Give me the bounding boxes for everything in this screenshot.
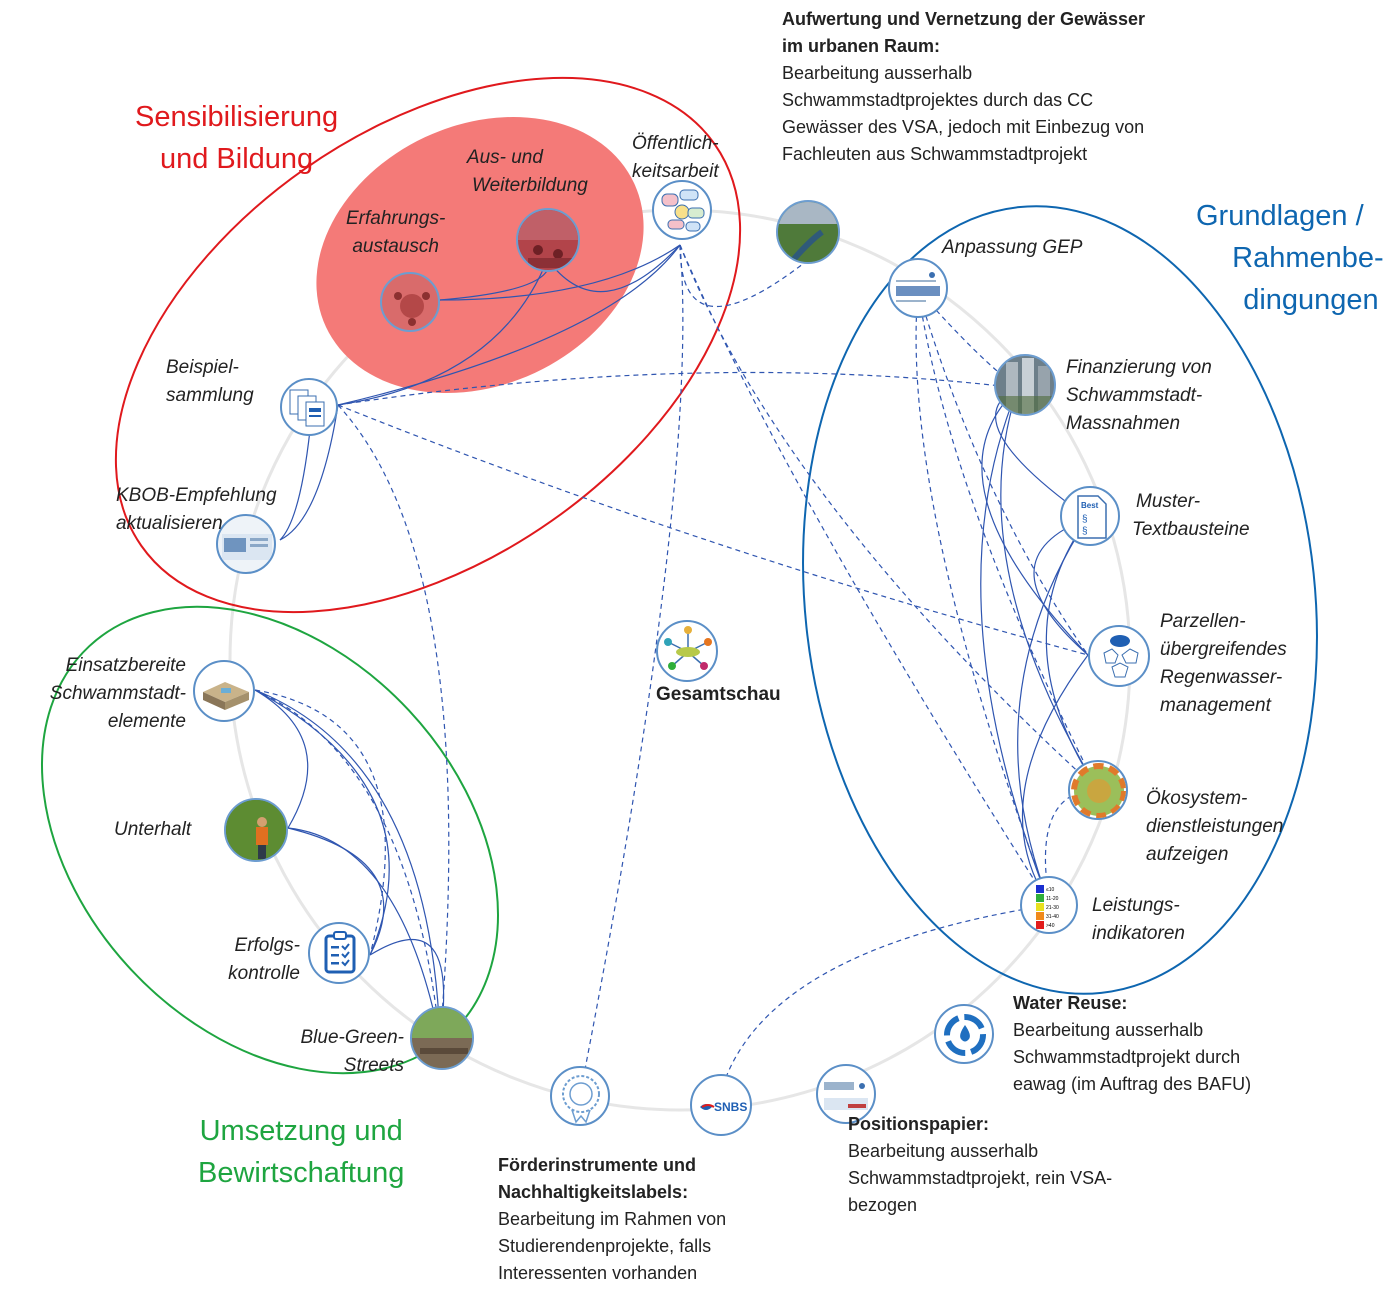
water-recycle-icon bbox=[944, 1014, 986, 1056]
unterhalt-node[interactable] bbox=[224, 798, 288, 862]
anpassung-gep-node[interactable] bbox=[888, 258, 948, 318]
coins-photo bbox=[996, 358, 1054, 414]
svg-text:≤10: ≤10 bbox=[1046, 887, 1055, 893]
svg-text:§: § bbox=[1082, 526, 1088, 537]
blue-green-node[interactable] bbox=[410, 1006, 474, 1070]
label-blue-green: Blue-Green-Streets bbox=[300, 1027, 405, 1076]
erfahrungsaustausch-node[interactable] bbox=[380, 272, 440, 332]
solid-links bbox=[254, 244, 1099, 1041]
red-group-ellipse bbox=[114, 76, 742, 614]
gewaesser-photo-node[interactable] bbox=[776, 200, 840, 264]
erfolgskontrolle-node[interactable] bbox=[308, 922, 370, 984]
rain-cloud-pentagons-icon bbox=[1103, 635, 1139, 678]
network-hub-icon bbox=[664, 626, 712, 670]
svg-text:11-20: 11-20 bbox=[1046, 896, 1059, 902]
label-unterhalt: Unterhalt bbox=[114, 819, 192, 840]
aus-weiterbildung-node[interactable] bbox=[516, 208, 580, 272]
website-screenshot bbox=[222, 534, 272, 560]
document-thumbnail bbox=[896, 272, 940, 302]
seal-icon bbox=[562, 1075, 600, 1124]
ecosystem-wheel bbox=[1071, 763, 1126, 818]
label-erfolgskontrolle: Erfolgs-kontrolle bbox=[228, 935, 300, 984]
leistung-node[interactable]: ≤10 11-20 21-30 31-40 >40 bbox=[1020, 876, 1078, 934]
snbs-logo: SNBS bbox=[700, 1100, 747, 1114]
parzellen-node[interactable] bbox=[1088, 625, 1150, 687]
label-leistung: Leistungs-indikatoren bbox=[1092, 895, 1185, 944]
label-beispielsammlung: Beispiel-sammlung bbox=[166, 357, 254, 406]
positionspapier-node[interactable] bbox=[816, 1064, 876, 1124]
stream-photo bbox=[778, 202, 838, 262]
beispielsammlung-node[interactable] bbox=[280, 378, 338, 436]
svg-text:31-40: 31-40 bbox=[1046, 914, 1059, 920]
oekosystem-node[interactable] bbox=[1068, 760, 1128, 820]
group-title-grundlagen: Grundlagen /Rahmenbe-dingungen bbox=[1196, 200, 1383, 316]
muster-node[interactable]: Best §§ bbox=[1060, 486, 1120, 546]
speech-bubbles-icon bbox=[661, 189, 705, 232]
label-oeffentlichkeitsarbeit: Öffentlich-keitsarbeit bbox=[632, 133, 719, 182]
gesamtschau-node[interactable] bbox=[656, 620, 718, 682]
color-legend: ≤10 11-20 21-30 31-40 >40 bbox=[1036, 885, 1059, 929]
svg-text:Best: Best bbox=[1081, 501, 1099, 510]
oeffentlichkeitsarbeit-node[interactable] bbox=[652, 180, 712, 240]
foerder-node[interactable] bbox=[550, 1066, 610, 1126]
einsatzbereite-node[interactable] bbox=[193, 660, 255, 722]
paper-thumbnail bbox=[824, 1082, 868, 1110]
round-table-photo bbox=[394, 292, 430, 326]
water-reuse-node[interactable] bbox=[934, 1004, 994, 1064]
kbob-node[interactable] bbox=[216, 514, 276, 574]
paragraph-document-icon: Best §§ bbox=[1077, 495, 1107, 539]
svg-text:SNBS: SNBS bbox=[714, 1100, 747, 1114]
label-anpassung-gep: Anpassung GEP bbox=[942, 237, 1083, 258]
svg-text:21-30: 21-30 bbox=[1046, 905, 1059, 911]
svg-text:>40: >40 bbox=[1046, 923, 1055, 929]
documents-icon bbox=[289, 389, 325, 427]
label-muster: Muster-Textbausteine bbox=[1132, 491, 1250, 540]
snbs-node[interactable]: SNBS bbox=[690, 1074, 752, 1136]
dashed-links bbox=[254, 244, 1099, 1096]
label-erfahrungsaustausch: Erfahrungs-austausch bbox=[346, 208, 446, 257]
gardener-photo bbox=[226, 800, 286, 860]
checklist-icon bbox=[324, 931, 356, 974]
blue-group-ellipse bbox=[802, 205, 1318, 995]
finanzierung-node[interactable] bbox=[994, 354, 1056, 416]
label-gesamtschau: Gesamtschau bbox=[656, 684, 781, 705]
svg-text:§: § bbox=[1082, 514, 1088, 525]
module-render bbox=[203, 682, 249, 710]
